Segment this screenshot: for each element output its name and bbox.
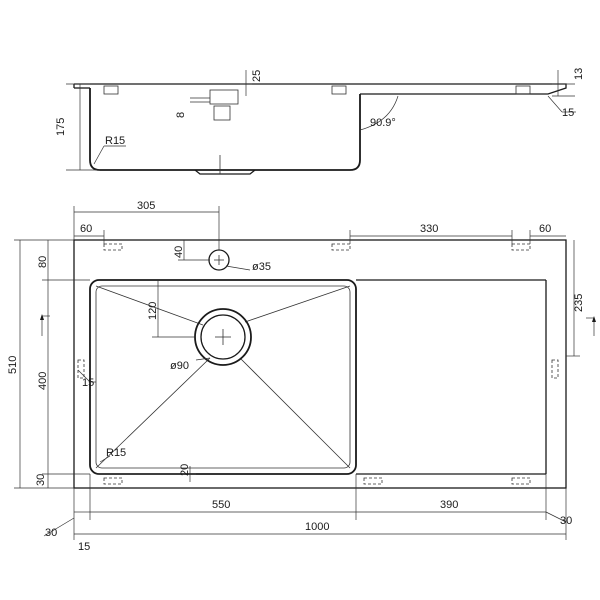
dim-overall-width: 1000 [305, 521, 329, 533]
slope-line-2 [244, 285, 351, 323]
side-drain-outlet [194, 169, 256, 175]
side-clip-3 [515, 85, 531, 95]
dim-tap-offset: 305 [137, 200, 155, 212]
dim-bottom-margin: 30 [35, 474, 47, 486]
side-bowl-profile [89, 88, 361, 171]
side-edge-label: 13 [573, 68, 585, 80]
side-angle-label: 90.9° [370, 117, 396, 129]
side-rim-label: 25 [251, 70, 263, 82]
slope-line-4 [239, 357, 351, 469]
dim-tap-hole: ø35 [252, 261, 271, 273]
dim-bowl-width: 550 [212, 499, 230, 511]
side-depth-label: 175 [55, 118, 67, 136]
dim-left-foot: 30 [45, 527, 57, 539]
side-clip-2 [331, 85, 347, 95]
dim-bowl-radius: R15 [106, 447, 126, 459]
side-lip-label: 15 [562, 107, 574, 119]
top-bowl-outline [89, 279, 357, 475]
dim-tap-dist: 40 [173, 246, 185, 258]
dim-drain-dia: ø90 [170, 360, 189, 372]
top-bowl-inner [95, 285, 351, 469]
dim-drainer-width: 390 [440, 499, 458, 511]
dim-bowl-depth: 400 [37, 372, 49, 390]
dim-overall-depth: 510 [7, 356, 19, 374]
dim-right-foot: 30 [560, 515, 572, 527]
dim-drainer-height: 235 [573, 294, 585, 312]
dim-bowl-side: 15 [82, 377, 94, 389]
top-outer-outline [73, 239, 567, 489]
side-view: 175 R15 8 25 90.9° 13 15 [55, 68, 585, 175]
side-overflow [209, 89, 239, 105]
top-view: 305 60 330 60 40 ø35 80 510 400 [7, 200, 596, 553]
slope-line-3 [95, 357, 211, 469]
side-rim [74, 83, 567, 95]
dim-left-lip: 15 [78, 541, 90, 553]
side-clip-1 [103, 85, 119, 95]
drain-inner [200, 314, 246, 360]
dim-top-margin: 80 [37, 256, 49, 268]
dim-left-edge: 60 [80, 223, 92, 235]
side-radius-label: R15 [105, 135, 125, 147]
slope-line-1 [95, 285, 204, 326]
dim-drainer-span: 330 [420, 223, 438, 235]
dim-bowl-inner: 20 [179, 464, 191, 476]
dim-right-edge: 60 [539, 223, 551, 235]
side-hole-label: 8 [175, 112, 187, 118]
dim-drain-offset: 120 [147, 302, 159, 320]
top-clips [77, 243, 559, 485]
side-overflow-grid [213, 105, 231, 121]
